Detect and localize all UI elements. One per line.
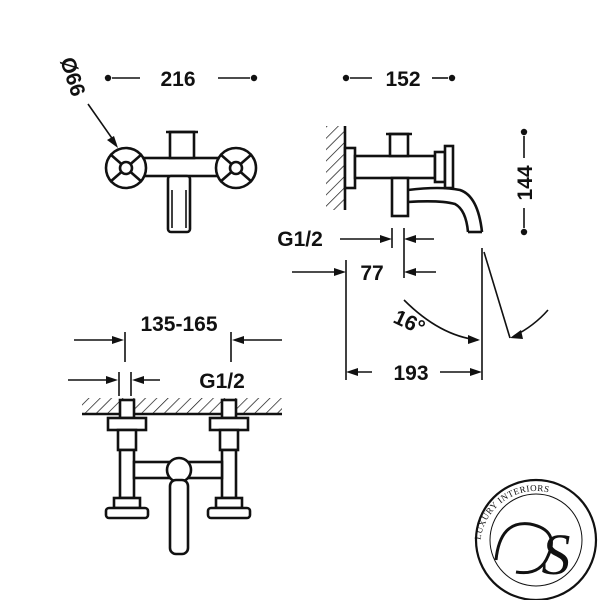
arrow-head xyxy=(132,376,144,384)
side-body xyxy=(353,154,437,180)
arrow-head xyxy=(404,268,416,276)
side-thread: G1/2 xyxy=(277,228,323,251)
center-column xyxy=(168,130,196,160)
spout-curve-inner xyxy=(407,200,470,233)
right-connector xyxy=(220,398,238,420)
left-stem xyxy=(118,448,136,500)
arrow-head xyxy=(346,368,358,376)
brand-logo: LUXURY INTERIORS S xyxy=(472,478,598,600)
angle-line xyxy=(483,251,511,339)
right-nut xyxy=(218,428,240,452)
right-handle xyxy=(206,506,252,520)
dim-144: 144 xyxy=(514,165,537,200)
left-flange xyxy=(106,416,148,432)
arrow-head xyxy=(404,235,416,243)
dim-152: 152 xyxy=(385,68,420,91)
dim-dot xyxy=(448,74,456,82)
right-handle-hub xyxy=(214,496,244,510)
top-view: 216 Ø66 xyxy=(55,54,258,234)
body-bar xyxy=(134,156,228,178)
logo-swash xyxy=(494,522,553,575)
logo-ring xyxy=(474,478,598,600)
side-handle xyxy=(433,150,447,184)
handle-left xyxy=(104,146,148,190)
left-nut xyxy=(116,428,138,452)
dim-dot xyxy=(104,74,112,82)
dim-centers: 135-165 xyxy=(140,313,217,336)
dim-193: 193 xyxy=(393,362,428,385)
arrow-head xyxy=(107,136,118,148)
front-thread: G1/2 xyxy=(199,370,245,393)
dim-dot xyxy=(520,128,528,136)
dim-angle: 16° xyxy=(390,306,429,340)
right-stem xyxy=(220,448,238,500)
arrow-head xyxy=(334,268,346,276)
left-connector xyxy=(118,398,136,420)
side-column xyxy=(388,132,410,158)
dim-dot xyxy=(520,228,528,236)
arrow-head xyxy=(112,336,124,344)
arrow-head xyxy=(470,368,482,376)
spout-body xyxy=(166,174,192,234)
dim-dot xyxy=(342,74,350,82)
side-handle-cross xyxy=(443,144,455,190)
left-handle-hub xyxy=(112,496,142,510)
front-wall-hatch xyxy=(82,398,282,414)
arrow-head xyxy=(468,335,480,344)
outlet-stub xyxy=(390,176,410,218)
arrow-head xyxy=(106,376,118,384)
front-view: 135-165 G1/2 xyxy=(68,313,282,556)
escutcheon xyxy=(343,146,357,190)
right-flange xyxy=(208,416,250,432)
dim-diameter: Ø66 xyxy=(55,54,89,99)
leader-line xyxy=(87,103,117,145)
side-view: 152 144 G1/2 xyxy=(277,68,549,385)
arrow-head xyxy=(232,336,244,344)
dim-dot xyxy=(250,74,258,82)
left-handle xyxy=(104,506,150,520)
spout-curve-outer xyxy=(407,186,484,233)
front-spout xyxy=(168,478,190,556)
wall-hatch xyxy=(326,126,344,210)
dim-216: 216 xyxy=(160,68,195,91)
spout-joint xyxy=(165,456,193,484)
arrow-head xyxy=(510,330,523,339)
logo-inner-ring xyxy=(489,493,583,587)
arrow-head xyxy=(380,235,392,243)
dim-77: 77 xyxy=(360,262,383,285)
logo-monogram: S xyxy=(542,522,571,587)
handle-right xyxy=(214,146,258,190)
